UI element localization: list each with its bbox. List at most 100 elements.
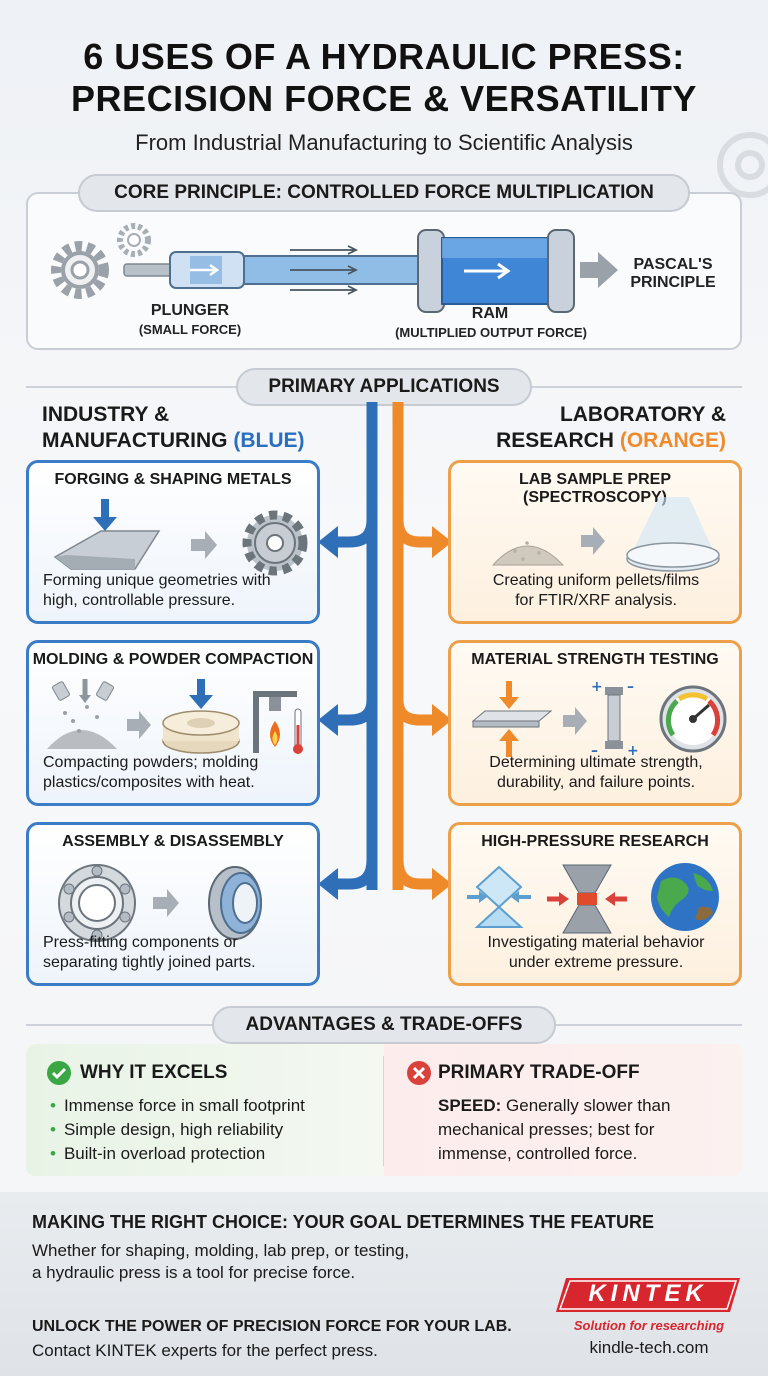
tradeoff-label: SPEED: [438,1096,502,1115]
tradeoff-heading: PRIMARY TRADE-OFF [438,1062,640,1083]
process-arrow-icon [153,889,179,917]
card-molding: MOLDING & POWDER COMPACTION [26,640,320,806]
press-down-arrow-icon [93,517,117,531]
kintek-logo[interactable]: KINTEK [556,1276,740,1314]
gear-small-icon [117,223,151,257]
title-line-1: 6 USES OF A HYDRAULIC PRESS: [83,36,685,77]
advantages-heading: ADVANTAGES & TRADE-OFFS [212,1006,556,1044]
plunger-label: PLUNGER [150,302,230,319]
choice-text: Whether for shaping, molding, lab prep, … [32,1240,592,1284]
industry-color-tag: (BLUE) [233,429,305,452]
pascals-line-2: PRINCIPLE [630,274,716,291]
svg-text:–: – [591,743,598,759]
card-description: Investigating material behavior under ex… [465,933,727,973]
forging-illustration [53,499,308,576]
desc-line-2: for FTIR/XRF analysis. [515,592,677,609]
tradeoff-line-1-text: Generally slower than [506,1096,671,1115]
tradeoff-text: SPEED: Generally slower than mechanical … [438,1094,670,1166]
svg-text:+: + [627,743,639,759]
sample-prep-illustration [491,497,720,572]
core-principle-heading: CORE PRINCIPLE: CONTROLLED FORCE MULTIPL… [78,174,690,212]
orange-flow-arrows [392,402,434,890]
diamond-icon [467,865,531,928]
pascals-principle-label: PASCAL'S PRINCIPLE [618,256,728,292]
desc-line-1: Determining ultimate strength, [489,754,703,771]
anvil-icon [547,864,627,934]
pellet-film-icon [626,542,720,572]
cta-text: Contact KINTEK experts for the perfect p… [32,1341,378,1360]
desc-line-1: Press-fitting components or [43,934,238,951]
pascals-line-1: PASCAL'S [633,256,713,273]
pressed-bearing-icon [208,866,262,940]
light-beam-icon [629,497,717,559]
bearing-icon [58,864,136,942]
logo-badge [556,1278,740,1312]
card-description: Creating uniform pellets/films for FTIR/… [465,571,727,611]
lab-head-line-2: RESEARCH (ORANGE) [470,428,726,454]
plunger-sublabel: (SMALL FORCE) [138,322,242,337]
svg-text:+: + [591,679,603,695]
card-description: Determining ultimate strength, durabilit… [465,753,727,793]
earth-globe-icon [651,863,719,931]
tradeoff-panel: PRIMARY TRADE-OFF SPEED: Generally slowe… [384,1044,742,1176]
sample-powder-icon [491,545,565,566]
desc-line-1: Compacting powders; molding [43,754,259,771]
background-gear-icon [717,132,768,198]
check-circle-icon [47,1061,71,1085]
card-title: FORGING & SHAPING METALS [54,471,292,488]
card-assembly: ASSEMBLY & DISASSEMBLY Press-fitting com… [26,822,320,986]
card-description: Forming unique geometries with high, con… [43,571,305,611]
excels-panel: WHY IT EXCELS Immense force in small foo… [26,1044,384,1176]
lab-color-tag: (ORANGE) [619,429,726,452]
lab-head-line-1: LABORATORY & [559,403,726,426]
primary-applications-heading: PRIMARY APPLICATIONS [236,368,532,406]
card-title: HIGH-PRESSURE RESEARCH [481,833,709,850]
website-link[interactable]: kindle-tech.com [589,1338,709,1357]
ram-sublabel: (MULTIPLIED OUTPUT FORCE) [395,325,587,340]
choice-heading: MAKING THE RIGHT CHOICE: YOUR GOAL DETER… [32,1212,655,1232]
assembly-illustration [58,864,262,942]
desc-line-1: Creating uniform pellets/films [492,572,700,589]
logo-wordmark: KINTEK [588,1280,708,1307]
powder-pile-icon [47,679,117,749]
card-title: MOLDING & POWDER COMPACTION [32,651,314,668]
tradeoff-line-1: SPEED: Generally slower than [438,1094,670,1118]
logo-tagline: Solution for researching [573,1318,725,1333]
tradeoff-line-2: mechanical presses; best for [438,1120,655,1139]
excels-item: Built-in overload protection [50,1142,305,1166]
desc-line-2: under extreme pressure. [508,954,684,971]
card-high-pressure: HIGH-PRESSURE RESEARCH Investigating mat… [448,822,742,986]
gear-part-icon [242,510,308,576]
desc-line-2: durability, and failure points. [496,774,696,791]
excels-item: Immense force in small footprint [50,1094,305,1118]
choice-line-2: a hydraulic press is a tool for precise … [32,1263,356,1282]
molding-illustration [47,679,303,754]
test-specimen-icon [471,710,553,722]
card-title: LAB SAMPLE PREP (SPECTROSCOPY) [518,471,671,506]
page-title: 6 USES OF A HYDRAULIC PRESS: PRECISION F… [0,36,768,120]
x-circle-icon [407,1061,431,1085]
compacted-disc-icon [162,679,240,754]
lab-column-heading: LABORATORY & RESEARCH (ORANGE) [470,402,726,454]
desc-line-1: Investigating material behavior [487,934,705,951]
card-title: ASSEMBLY & DISASSEMBLY [62,833,284,850]
application-flow-arrows [318,402,452,900]
tensile-specimen-icon: + – – + [591,679,639,759]
page-subtitle: From Industrial Manufacturing to Scienti… [135,130,633,155]
desc-line-2: separating tightly joined parts. [43,954,256,971]
desc-line-2: high, controllable pressure. [43,592,236,609]
advantages-panel: WHY IT EXCELS Immense force in small foo… [26,1044,742,1176]
ram-label: RAM [471,305,509,322]
card-strength-testing: MATERIAL STRENGTH TESTING + – – + [448,640,742,806]
compression-arrows-icon [499,681,519,757]
process-arrow-icon [127,711,151,739]
process-arrow-icon [563,707,587,735]
title-line-2: PRECISION FORCE & VERSATILITY [71,78,697,119]
industry-head-line-2: MANUFACTURING (BLUE) [42,428,342,454]
desc-line-2: plastics/composites with heat. [43,774,255,791]
card-forging: FORGING & SHAPING METALS Forming unique … [26,460,320,624]
high-pressure-illustration [467,863,719,934]
card-description: Compacting powders; molding plastics/com… [43,753,305,793]
desc-line-1: Forming unique geometries with [43,572,271,589]
heat-press-icon [253,691,303,754]
